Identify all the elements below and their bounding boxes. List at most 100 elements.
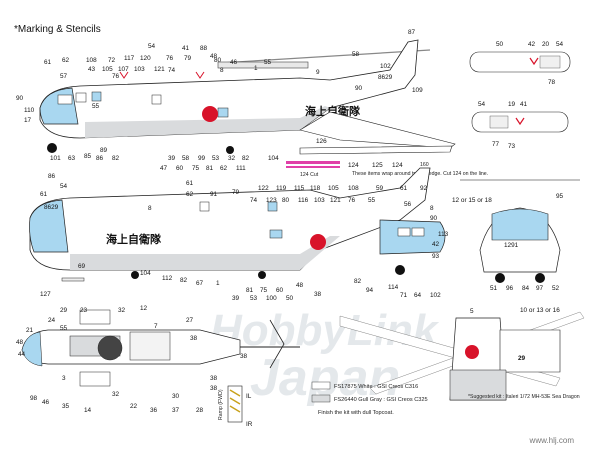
- svg-text:42: 42: [528, 41, 536, 48]
- pink-stripe: [286, 161, 340, 164]
- svg-text:24: 24: [48, 317, 56, 324]
- svg-text:3: 3: [62, 375, 66, 382]
- svg-text:47: 47: [160, 165, 168, 172]
- ramp-ir: IR: [246, 421, 253, 428]
- svg-text:104: 104: [268, 155, 279, 162]
- svg-text:38: 38: [210, 375, 218, 382]
- svg-text:8: 8: [220, 67, 224, 74]
- svg-text:58: 58: [352, 51, 360, 58]
- svg-text:95: 95: [556, 193, 564, 200]
- svg-text:56: 56: [404, 201, 412, 208]
- svg-text:122: 122: [258, 185, 269, 192]
- svg-text:124: 124: [348, 162, 359, 169]
- helicopter-plan-view: 29 5 10 or 13 or 16 *Suggested kit : Ita…: [339, 307, 585, 401]
- svg-text:55: 55: [60, 325, 68, 332]
- svg-text:107: 107: [118, 66, 129, 73]
- svg-text:117: 117: [124, 55, 135, 62]
- nose-blue-lower: [29, 199, 69, 253]
- svg-text:76: 76: [112, 73, 120, 80]
- svg-text:46: 46: [42, 399, 50, 406]
- svg-text:113: 113: [438, 231, 449, 238]
- svg-text:50: 50: [496, 41, 504, 48]
- svg-text:54: 54: [478, 101, 486, 108]
- svg-text:90: 90: [355, 85, 363, 92]
- svg-text:62: 62: [186, 191, 194, 198]
- svg-text:76: 76: [348, 197, 356, 204]
- svg-text:19: 19: [508, 101, 516, 108]
- svg-text:48: 48: [296, 282, 304, 289]
- svg-text:93: 93: [432, 253, 440, 260]
- svg-text:75: 75: [192, 165, 200, 172]
- svg-text:126: 126: [316, 138, 327, 145]
- hinomaru-plan: [465, 345, 479, 359]
- svg-text:21: 21: [26, 327, 34, 334]
- svg-text:80: 80: [214, 57, 222, 64]
- svg-text:76: 76: [166, 55, 174, 62]
- color-legend: FS17875 White : GSI Creos C316 FS26440 G…: [311, 381, 428, 416]
- svg-text:55: 55: [368, 197, 376, 204]
- svg-text:103: 103: [314, 197, 325, 204]
- side-option-label: 12 or 15 or 18: [452, 197, 492, 204]
- svg-text:85: 85: [84, 153, 92, 160]
- serial-plan: 29: [518, 355, 526, 362]
- svg-text:111: 111: [236, 165, 246, 172]
- svg-text:42: 42: [432, 241, 440, 248]
- svg-text:72: 72: [108, 57, 116, 64]
- helicopter-side-view-lower: 海上自衛隊 8629: [29, 167, 446, 282]
- ramp-label: Ramp (FWD): [218, 389, 224, 420]
- svg-text:87: 87: [408, 29, 416, 36]
- svg-text:32: 32: [228, 155, 236, 162]
- svg-text:90: 90: [16, 95, 24, 102]
- svg-text:121: 121: [154, 66, 165, 73]
- svg-text:38: 38: [190, 335, 198, 342]
- svg-text:41: 41: [520, 101, 528, 108]
- sheet-title: *Marking & Stencils: [14, 24, 101, 35]
- svg-text:62: 62: [220, 165, 228, 172]
- cut-label: 124 Cut: [300, 172, 319, 178]
- svg-text:17: 17: [24, 117, 32, 124]
- svg-text:62: 62: [62, 57, 70, 64]
- svg-text:94: 94: [366, 287, 374, 294]
- svg-text:63: 63: [68, 155, 76, 162]
- svg-text:109: 109: [412, 87, 423, 94]
- svg-text:82: 82: [242, 155, 250, 162]
- kanji-label-lower: 海上自衛隊: [106, 232, 162, 246]
- svg-text:54: 54: [60, 183, 68, 190]
- svg-text:57: 57: [60, 73, 68, 80]
- svg-text:20: 20: [542, 41, 550, 48]
- svg-text:39: 39: [232, 295, 240, 302]
- svg-text:53: 53: [250, 295, 258, 302]
- svg-text:23: 23: [80, 307, 88, 314]
- watermark-text: HobbyLink: [210, 306, 440, 355]
- top-option-label: 10 or 13 or 16: [520, 307, 560, 314]
- svg-text:84: 84: [522, 285, 530, 292]
- svg-text:58: 58: [182, 155, 190, 162]
- svg-text:116: 116: [298, 197, 309, 204]
- svg-text:59: 59: [376, 185, 384, 192]
- svg-text:55: 55: [264, 59, 272, 66]
- svg-text:99: 99: [198, 155, 206, 162]
- helicopter-side-view-upper: 海上自衛隊 8629: [39, 39, 456, 154]
- svg-text:91: 91: [210, 191, 218, 198]
- svg-text:86: 86: [96, 155, 104, 162]
- svg-text:108: 108: [348, 185, 359, 192]
- svg-text:38: 38: [210, 385, 218, 392]
- svg-text:51: 51: [490, 285, 498, 292]
- svg-text:50: 50: [286, 295, 294, 302]
- svg-text:61: 61: [44, 59, 52, 66]
- svg-text:37: 37: [172, 407, 180, 414]
- svg-text:54: 54: [148, 43, 156, 50]
- svg-text:32: 32: [112, 391, 120, 398]
- svg-text:38: 38: [314, 291, 322, 298]
- svg-text:119: 119: [276, 185, 287, 192]
- svg-text:35: 35: [62, 403, 70, 410]
- svg-text:82: 82: [112, 155, 120, 162]
- ramp-il: IL: [246, 393, 252, 400]
- svg-text:118: 118: [310, 185, 321, 192]
- svg-text:102: 102: [430, 292, 441, 299]
